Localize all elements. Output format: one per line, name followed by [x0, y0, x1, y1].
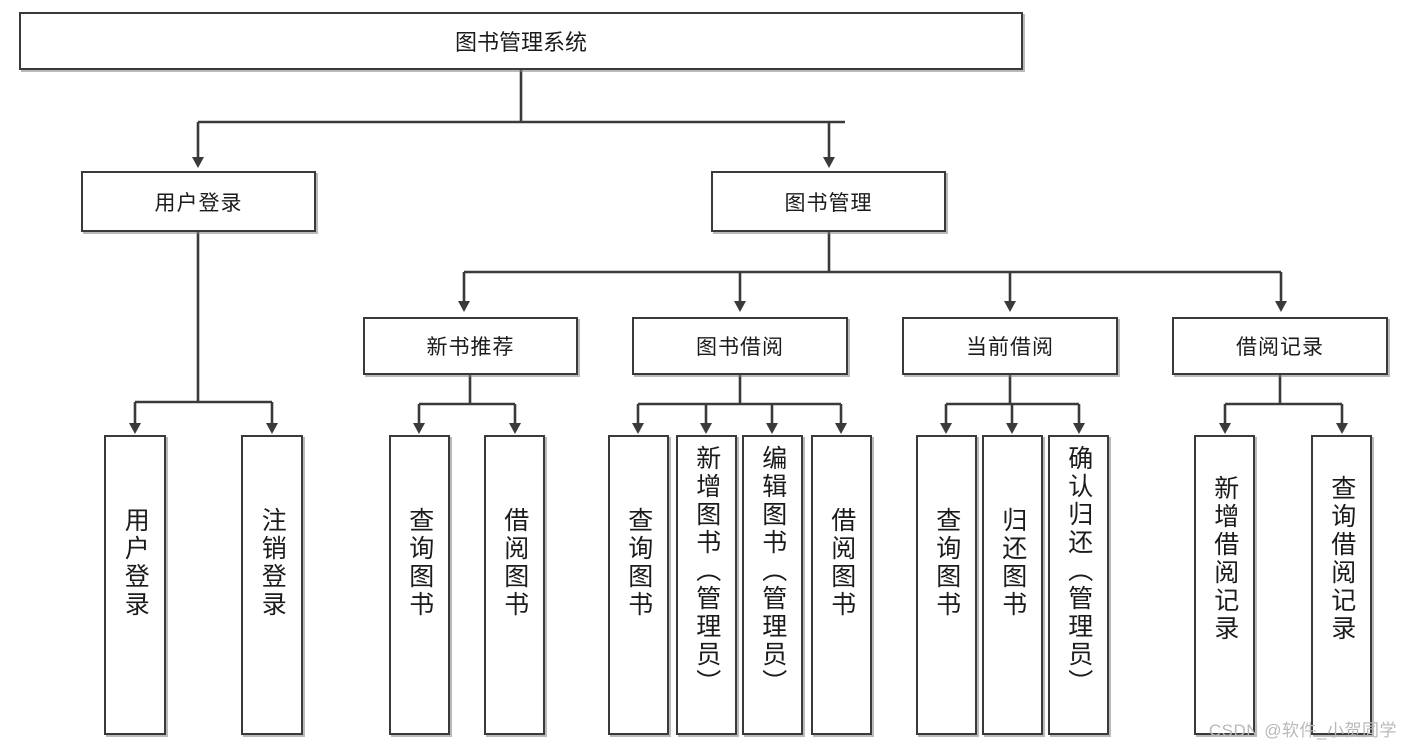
node-book-management[interactable]: 图书管理: [711, 171, 946, 232]
node-label: 借阅图书: [500, 507, 529, 619]
node-label: 新书推荐: [426, 336, 515, 359]
watermark: CSDN @软件_小贺同学: [1208, 721, 1397, 740]
node-label: 图书管理系统: [454, 30, 587, 55]
node-root[interactable]: 图书管理系统: [19, 12, 1023, 70]
node-book-borrow[interactable]: 图书借阅: [632, 317, 848, 375]
leaf-add-borrow-record[interactable]: 新增借阅记录: [1194, 435, 1255, 735]
node-new-book-recommend[interactable]: 新书推荐: [363, 317, 578, 375]
leaf-borrow-book-recommend[interactable]: 借阅图书: [484, 435, 545, 735]
node-label: 注销登录: [258, 507, 287, 619]
node-label: 查询图书: [405, 507, 434, 619]
node-label: 用户登录: [154, 191, 243, 215]
node-label: 编辑图书（管理员）: [758, 445, 787, 697]
leaf-query-book-recommend[interactable]: 查询图书: [389, 435, 450, 735]
node-label: 当前借阅: [966, 336, 1054, 359]
node-user-login[interactable]: 用户登录: [81, 171, 316, 232]
node-label: 用户登录: [121, 507, 150, 619]
node-label: 新增借阅记录: [1210, 475, 1239, 643]
leaf-edit-book-admin[interactable]: 编辑图书（管理员）: [742, 435, 803, 735]
leaf-confirm-return-admin[interactable]: 确认归还（管理员）: [1048, 435, 1109, 735]
node-label: 新增图书（管理员）: [692, 445, 721, 697]
node-label: 确认归还（管理员）: [1064, 445, 1093, 697]
leaf-borrow-book[interactable]: 借阅图书: [811, 435, 872, 735]
node-label: 查询图书: [932, 507, 961, 619]
leaf-query-borrow-record[interactable]: 查询借阅记录: [1311, 435, 1372, 735]
node-label: 查询图书: [624, 507, 653, 619]
node-label: 图书借阅: [696, 336, 784, 359]
leaf-logout[interactable]: 注销登录: [241, 435, 303, 735]
leaf-return-book[interactable]: 归还图书: [982, 435, 1043, 735]
node-label: 查询借阅记录: [1327, 475, 1356, 643]
leaf-query-book-borrow[interactable]: 查询图书: [608, 435, 669, 735]
node-label: 借阅图书: [827, 507, 856, 619]
node-borrow-record[interactable]: 借阅记录: [1172, 317, 1388, 375]
leaf-user-login[interactable]: 用户登录: [104, 435, 166, 735]
node-label: 图书管理: [784, 191, 873, 215]
node-label: 归还图书: [998, 507, 1027, 619]
node-label: 借阅记录: [1236, 336, 1324, 359]
node-current-borrow[interactable]: 当前借阅: [902, 317, 1118, 375]
leaf-query-book-current[interactable]: 查询图书: [916, 435, 977, 735]
leaf-add-book-admin[interactable]: 新增图书（管理员）: [676, 435, 737, 735]
